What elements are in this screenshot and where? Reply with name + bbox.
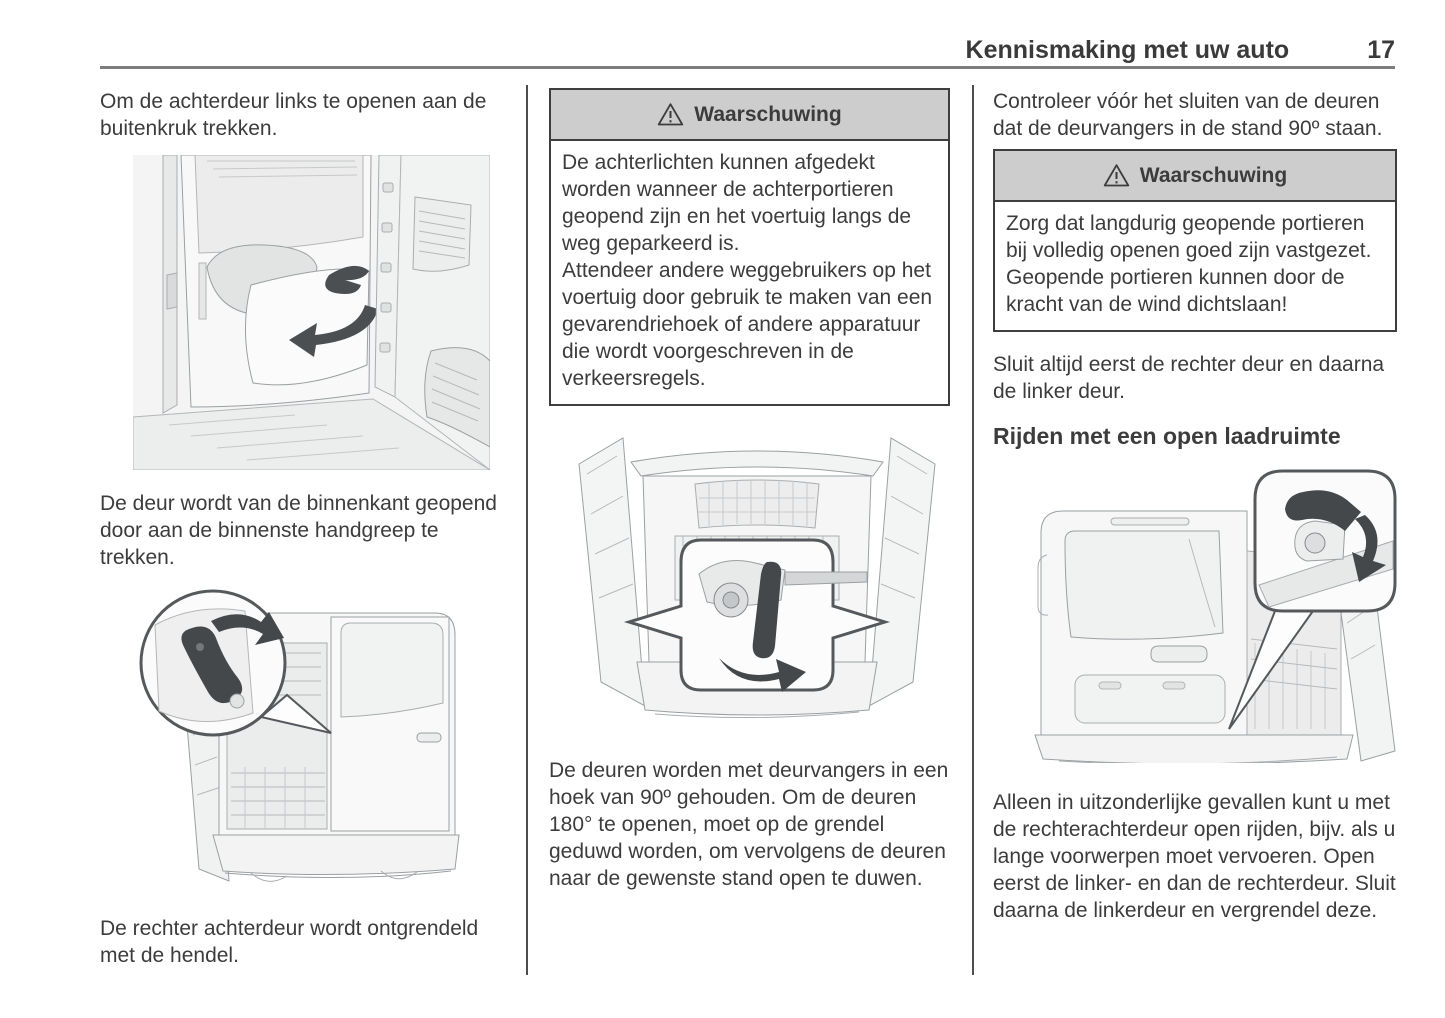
paragraph-unlock-right: De rechter achterdeur wordt ontgrendeld … xyxy=(100,917,479,967)
paragraph-open-cargo: Alleen in uitzonderlijke gevallen kunt u… xyxy=(993,791,1396,922)
warning-body: Zorg dat langdurig geopende portieren bi… xyxy=(1006,212,1372,316)
warning-triangle-icon xyxy=(658,103,684,126)
warning-header: Waarschuwing xyxy=(995,151,1395,202)
warning-triangle-icon xyxy=(1103,164,1129,187)
illustration-rear-left-door-open-handle-zoom xyxy=(139,589,460,882)
warning-header: Waarschuwing xyxy=(551,90,948,141)
warning-title: Waarschuwing xyxy=(1139,164,1288,187)
paragraph-door-stops: De deuren worden met deurvangers in een … xyxy=(549,759,949,890)
paragraph-open-inside: De deur wordt van de binnenkant geopend … xyxy=(100,492,497,569)
paragraph-close-order: Sluit altijd eerst de rechter deur en da… xyxy=(993,353,1385,403)
header-rule xyxy=(100,66,1395,69)
section-heading-open-cargo: Rijden met een open laadruimte xyxy=(993,423,1341,449)
paragraph-check-stops: Controleer vóór het sluiten van de deure… xyxy=(993,90,1383,140)
illustration-rear-door-inside-handle xyxy=(133,155,490,470)
middle-column: Waarschuwing De achterlichten kunnen afg… xyxy=(549,88,950,892)
warning-title: Waarschuwing xyxy=(694,103,842,126)
right-column: Controleer vóór het sluiten van de deure… xyxy=(993,88,1397,924)
page-header: Kennismaking met uw auto 17 xyxy=(100,36,1395,65)
column-divider-right xyxy=(972,85,974,975)
illustration-right-door-open-stop-zoom xyxy=(1034,469,1397,763)
column-divider-left xyxy=(526,85,528,975)
paragraph-open-outside: Om de achterdeur links te openen aan de … xyxy=(100,90,487,140)
left-column: Om de achterdeur links te openen aan de … xyxy=(100,88,512,969)
warning-box-wind: Waarschuwing Zorg dat langdurig geopende… xyxy=(993,149,1397,332)
page-number: 17 xyxy=(1367,36,1395,64)
illustration-rear-doors-open-latch-zoom xyxy=(578,437,936,719)
chapter-title: Kennismaking met uw auto xyxy=(965,36,1290,64)
warning-body: De achterlichten kunnen afgedekt worden … xyxy=(562,151,933,390)
warning-box-rear-lights: Waarschuwing De achterlichten kunnen afg… xyxy=(549,88,950,406)
